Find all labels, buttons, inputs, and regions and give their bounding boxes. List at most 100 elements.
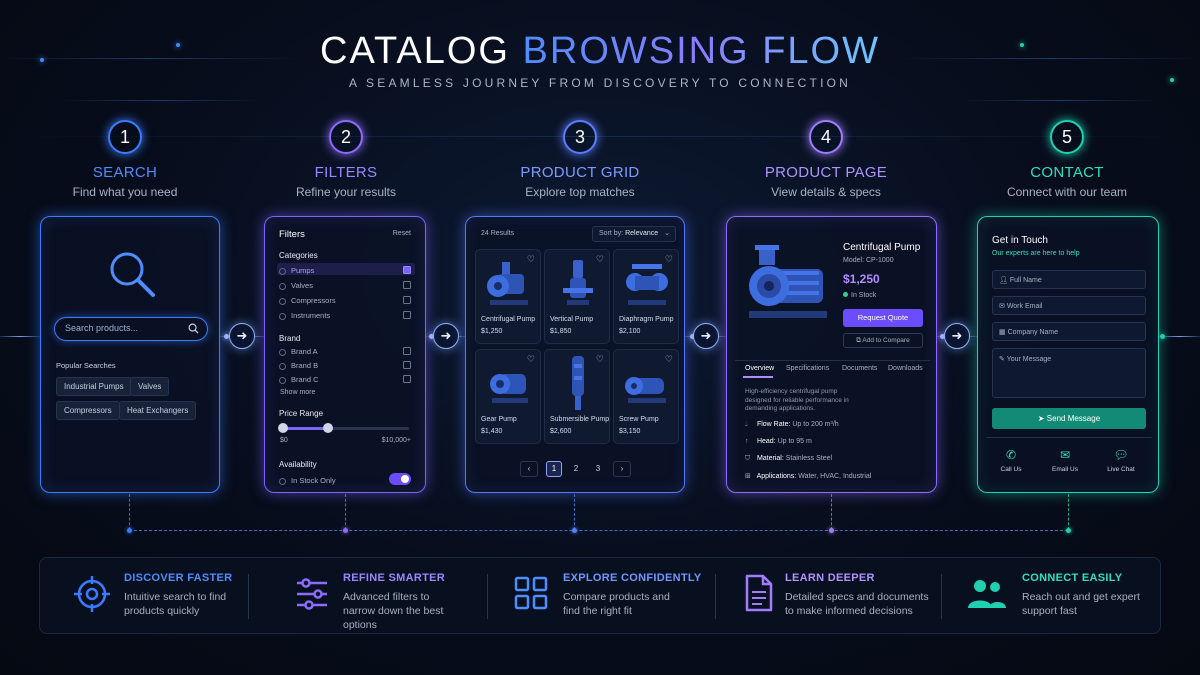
tab-specifications[interactable]: Specifications — [786, 365, 830, 372]
send-message-button[interactable]: ➤ Send Message — [992, 408, 1146, 429]
heart-icon[interactable]: ♡ — [595, 354, 604, 364]
in-stock-only-label: In Stock Only — [279, 476, 336, 485]
stock-status: In Stock — [843, 292, 876, 299]
availability-label: Availability — [279, 460, 317, 469]
category-item[interactable]: Compressors — [279, 296, 336, 305]
heart-icon[interactable]: ♡ — [595, 254, 604, 264]
benefit-title: DISCOVER FASTER — [124, 572, 233, 584]
search-chip[interactable]: Compressors — [56, 401, 120, 420]
search-chip[interactable]: Heat Exchangers — [119, 401, 197, 420]
product-name: Submersible Pump — [550, 416, 610, 423]
page-button[interactable]: 3 — [595, 464, 601, 473]
search-input[interactable]: Search products... — [54, 317, 208, 341]
toggle-knob — [401, 475, 409, 483]
product-card[interactable]: ♡ Vertical Pump $1,850 — [544, 249, 610, 344]
step-number-badge: 5 — [1050, 120, 1084, 154]
full-name-field[interactable]: 👤︎ Full Name — [992, 270, 1146, 289]
benefit-title: REFINE SMARTER — [343, 572, 445, 584]
brand-item[interactable]: Brand A — [279, 347, 318, 356]
search-chip[interactable]: Industrial Pumps — [56, 377, 132, 396]
product-card[interactable]: ♡ Diaphragm Pump $2,100 — [613, 249, 679, 344]
sort-dropdown[interactable]: Sort by: Relevance ⌄ — [592, 226, 676, 242]
product-model: Model: CP-1000 — [843, 257, 894, 264]
add-to-compare-button[interactable]: ⧉ Add to Compare — [843, 333, 923, 348]
gear-pump-image — [490, 374, 528, 403]
in-stock-toggle[interactable] — [389, 473, 411, 485]
search-submit-icon[interactable] — [188, 323, 199, 334]
price-slider-handle-min[interactable] — [278, 423, 288, 433]
spec-value: Stainless Steel — [785, 455, 833, 462]
company-name-field[interactable]: ▦ Company Name — [992, 322, 1146, 341]
prev-page-button[interactable]: ‹ — [520, 461, 538, 477]
heart-icon[interactable]: ♡ — [664, 354, 673, 364]
checkbox[interactable] — [403, 311, 411, 319]
dashed-connector — [1068, 494, 1069, 530]
category-item[interactable]: Pumps — [279, 266, 314, 275]
product-card[interactable]: ♡ Gear Pump $1,430 — [475, 349, 541, 444]
show-more-link[interactable]: Show more — [280, 389, 316, 396]
next-page-button[interactable]: › — [613, 461, 631, 477]
phone-icon: ✆ — [1005, 448, 1017, 462]
tab-downloads[interactable]: Downloads — [888, 365, 923, 372]
checkbox-checked[interactable] — [403, 266, 411, 274]
tab-documents[interactable]: Documents — [842, 365, 878, 372]
reset-link[interactable]: Reset — [392, 230, 411, 237]
live-chat-action[interactable]: 💬︎ Live Chat — [1102, 448, 1140, 473]
benefit-title: CONNECT EASILY — [1022, 572, 1123, 584]
step-5-header: 5 CONTACT Connect with our team — [977, 120, 1157, 199]
benefit-item: REFINE SMARTER Advanced filters to narro… — [343, 572, 463, 632]
call-us-label: Call Us — [1000, 466, 1022, 473]
checkbox[interactable] — [403, 296, 411, 304]
search-chip[interactable]: Valves — [130, 377, 170, 396]
benefit-item: LEARN DEEPER Detailed specs and document… — [785, 572, 935, 618]
spec-row: ↑ Head: Up to 95 m — [745, 438, 812, 445]
circuit-dot — [1170, 78, 1174, 82]
circuit-dot — [1020, 43, 1024, 47]
request-quote-button[interactable]: Request Quote — [843, 309, 923, 327]
step-number-badge: 3 — [563, 120, 597, 154]
categories-label: Categories — [279, 251, 318, 260]
benefit-description: Intuitive search to find products quickl… — [124, 591, 227, 617]
checkbox[interactable] — [403, 347, 411, 355]
spec-row: 💧︎ Flow Rate: Up to 200 m³/h — [745, 421, 839, 429]
step-2-header: 2 FILTERS Refine your results — [256, 120, 436, 199]
work-email-field[interactable]: ✉ Work Email — [992, 296, 1146, 315]
category-item[interactable]: Valves — [279, 281, 313, 290]
spec-value: Water, HVAC, Industrial — [798, 473, 872, 480]
product-card[interactable]: ♡ Screw Pump $3,150 — [613, 349, 679, 444]
product-card[interactable]: ♡ Submersible Pump $2,600 — [544, 349, 610, 444]
arrow-right-icon: ➜ — [693, 323, 719, 349]
spec-label: Material: — [756, 455, 784, 462]
page-title: CATALOG BROWSING FLOW — [0, 30, 1200, 73]
heart-icon[interactable]: ♡ — [526, 254, 535, 264]
checkbox[interactable] — [403, 375, 411, 383]
call-us-action[interactable]: ✆ Call Us — [994, 448, 1028, 473]
brand-item[interactable]: Brand B — [279, 361, 318, 370]
product-name: Vertical Pump — [550, 316, 594, 323]
circuit-line — [0, 58, 300, 59]
tab-overview[interactable]: Overview — [745, 365, 775, 372]
message-field[interactable]: ✎ Your Message — [992, 348, 1146, 398]
page-button-active[interactable]: 1 — [546, 461, 562, 477]
category-item[interactable]: Instruments — [279, 311, 330, 320]
product-card[interactable]: ♡ Centrifugal Pump $1,250 — [475, 249, 541, 344]
page-subtitle: A SEAMLESS JOURNEY FROM DISCOVERY TO CON… — [348, 76, 852, 90]
email-us-label: Email Us — [1051, 466, 1078, 473]
search-icon — [110, 252, 155, 297]
step-subtitle: Explore top matches — [525, 185, 635, 199]
product-price: $1,850 — [550, 328, 572, 335]
filters-card: Filters Reset Categories Pumps Valves Co… — [264, 216, 426, 493]
checkbox[interactable] — [403, 281, 411, 289]
price-slider-handle-max[interactable] — [323, 423, 333, 433]
company-name-placeholder: Company Name — [1007, 329, 1059, 336]
benefit-item: CONNECT EASILY Reach out and get expert … — [1022, 572, 1142, 618]
heart-icon[interactable]: ♡ — [526, 354, 535, 364]
heart-icon[interactable]: ♡ — [664, 254, 673, 264]
email-us-action[interactable]: ✉ Email Us — [1046, 448, 1084, 473]
price-slider-track[interactable] — [281, 427, 409, 430]
checkbox[interactable] — [403, 361, 411, 369]
circuit-line — [960, 100, 1160, 101]
brand-item[interactable]: Brand C — [279, 375, 319, 384]
page-button[interactable]: 2 — [573, 464, 579, 473]
product-name: Screw Pump — [619, 416, 659, 423]
